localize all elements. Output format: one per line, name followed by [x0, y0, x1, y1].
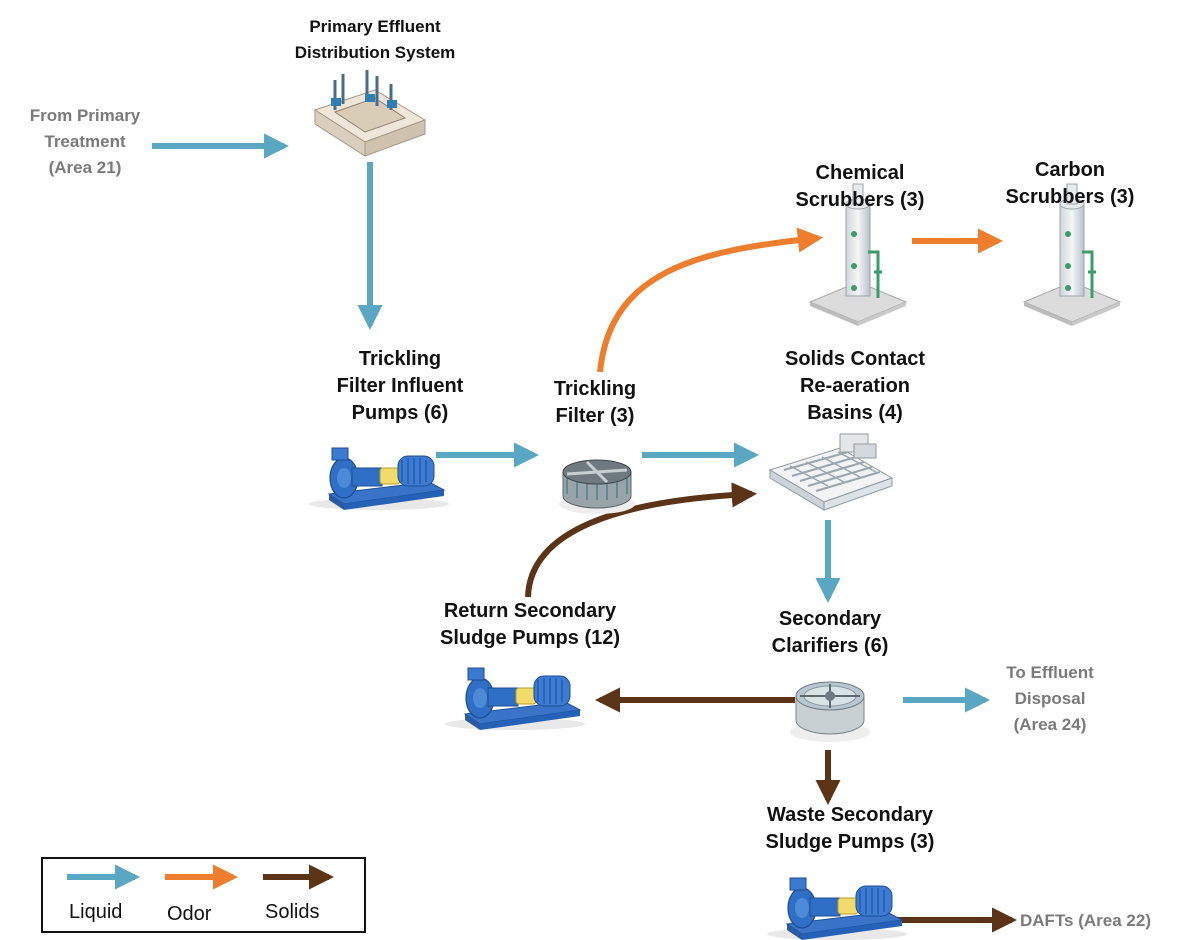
to-effluent-label: To Effluent Disposal (Area 24)	[1006, 663, 1094, 734]
distribution-system-icon	[313, 70, 427, 157]
legend-liquid-label: Liquid	[69, 901, 123, 923]
tf-influent-pump-icon	[308, 447, 450, 511]
waste-sludge-label: Waste Secondary Sludge Pumps (3)	[765, 804, 935, 853]
chemical-scrubbers-label: Chemical Scrubbers (3)	[795, 162, 925, 211]
secondary-clarifier-icon	[790, 681, 870, 742]
primary-effluent-label: Primary Effluent Distribution System	[294, 17, 456, 62]
odor-flows	[597, 227, 1004, 373]
return-sludge-pump-icon	[444, 667, 586, 731]
solids-flows	[525, 482, 1018, 933]
legend-solids-label: Solids	[265, 901, 320, 923]
solids-contact-label: Solids Contact Re-aeration Basins (4)	[784, 348, 925, 424]
waste-sludge-pump-icon	[766, 877, 908, 940]
secondary-clarifiers-label: Secondary Clarifiers (6)	[771, 608, 889, 657]
legend-odor-label: Odor	[167, 903, 212, 925]
tf-influent-pumps-label: Trickling Filter Influent Pumps (6)	[336, 348, 464, 424]
solids-arrow-return-to-basins	[525, 482, 758, 598]
carbon-scrubbers-label: Carbon Scrubbers (3)	[1005, 159, 1135, 208]
legend: Liquid Odor Solids	[41, 857, 366, 933]
odor-arrow-to-chemical-scrubbers	[597, 227, 824, 373]
from-primary-label: From Primary Treatment (Area 21)	[29, 106, 141, 177]
dafts-label: DAFTs (Area 22)	[1020, 911, 1151, 930]
trickling-filter-icon	[559, 459, 635, 514]
return-sludge-label: Return Secondary Sludge Pumps (12)	[439, 600, 621, 649]
trickling-filter-label: Trickling Filter (3)	[553, 378, 637, 427]
legend-swatches	[67, 864, 335, 890]
solids-contact-basin-icon	[768, 433, 894, 511]
liquid-flows	[152, 133, 991, 713]
